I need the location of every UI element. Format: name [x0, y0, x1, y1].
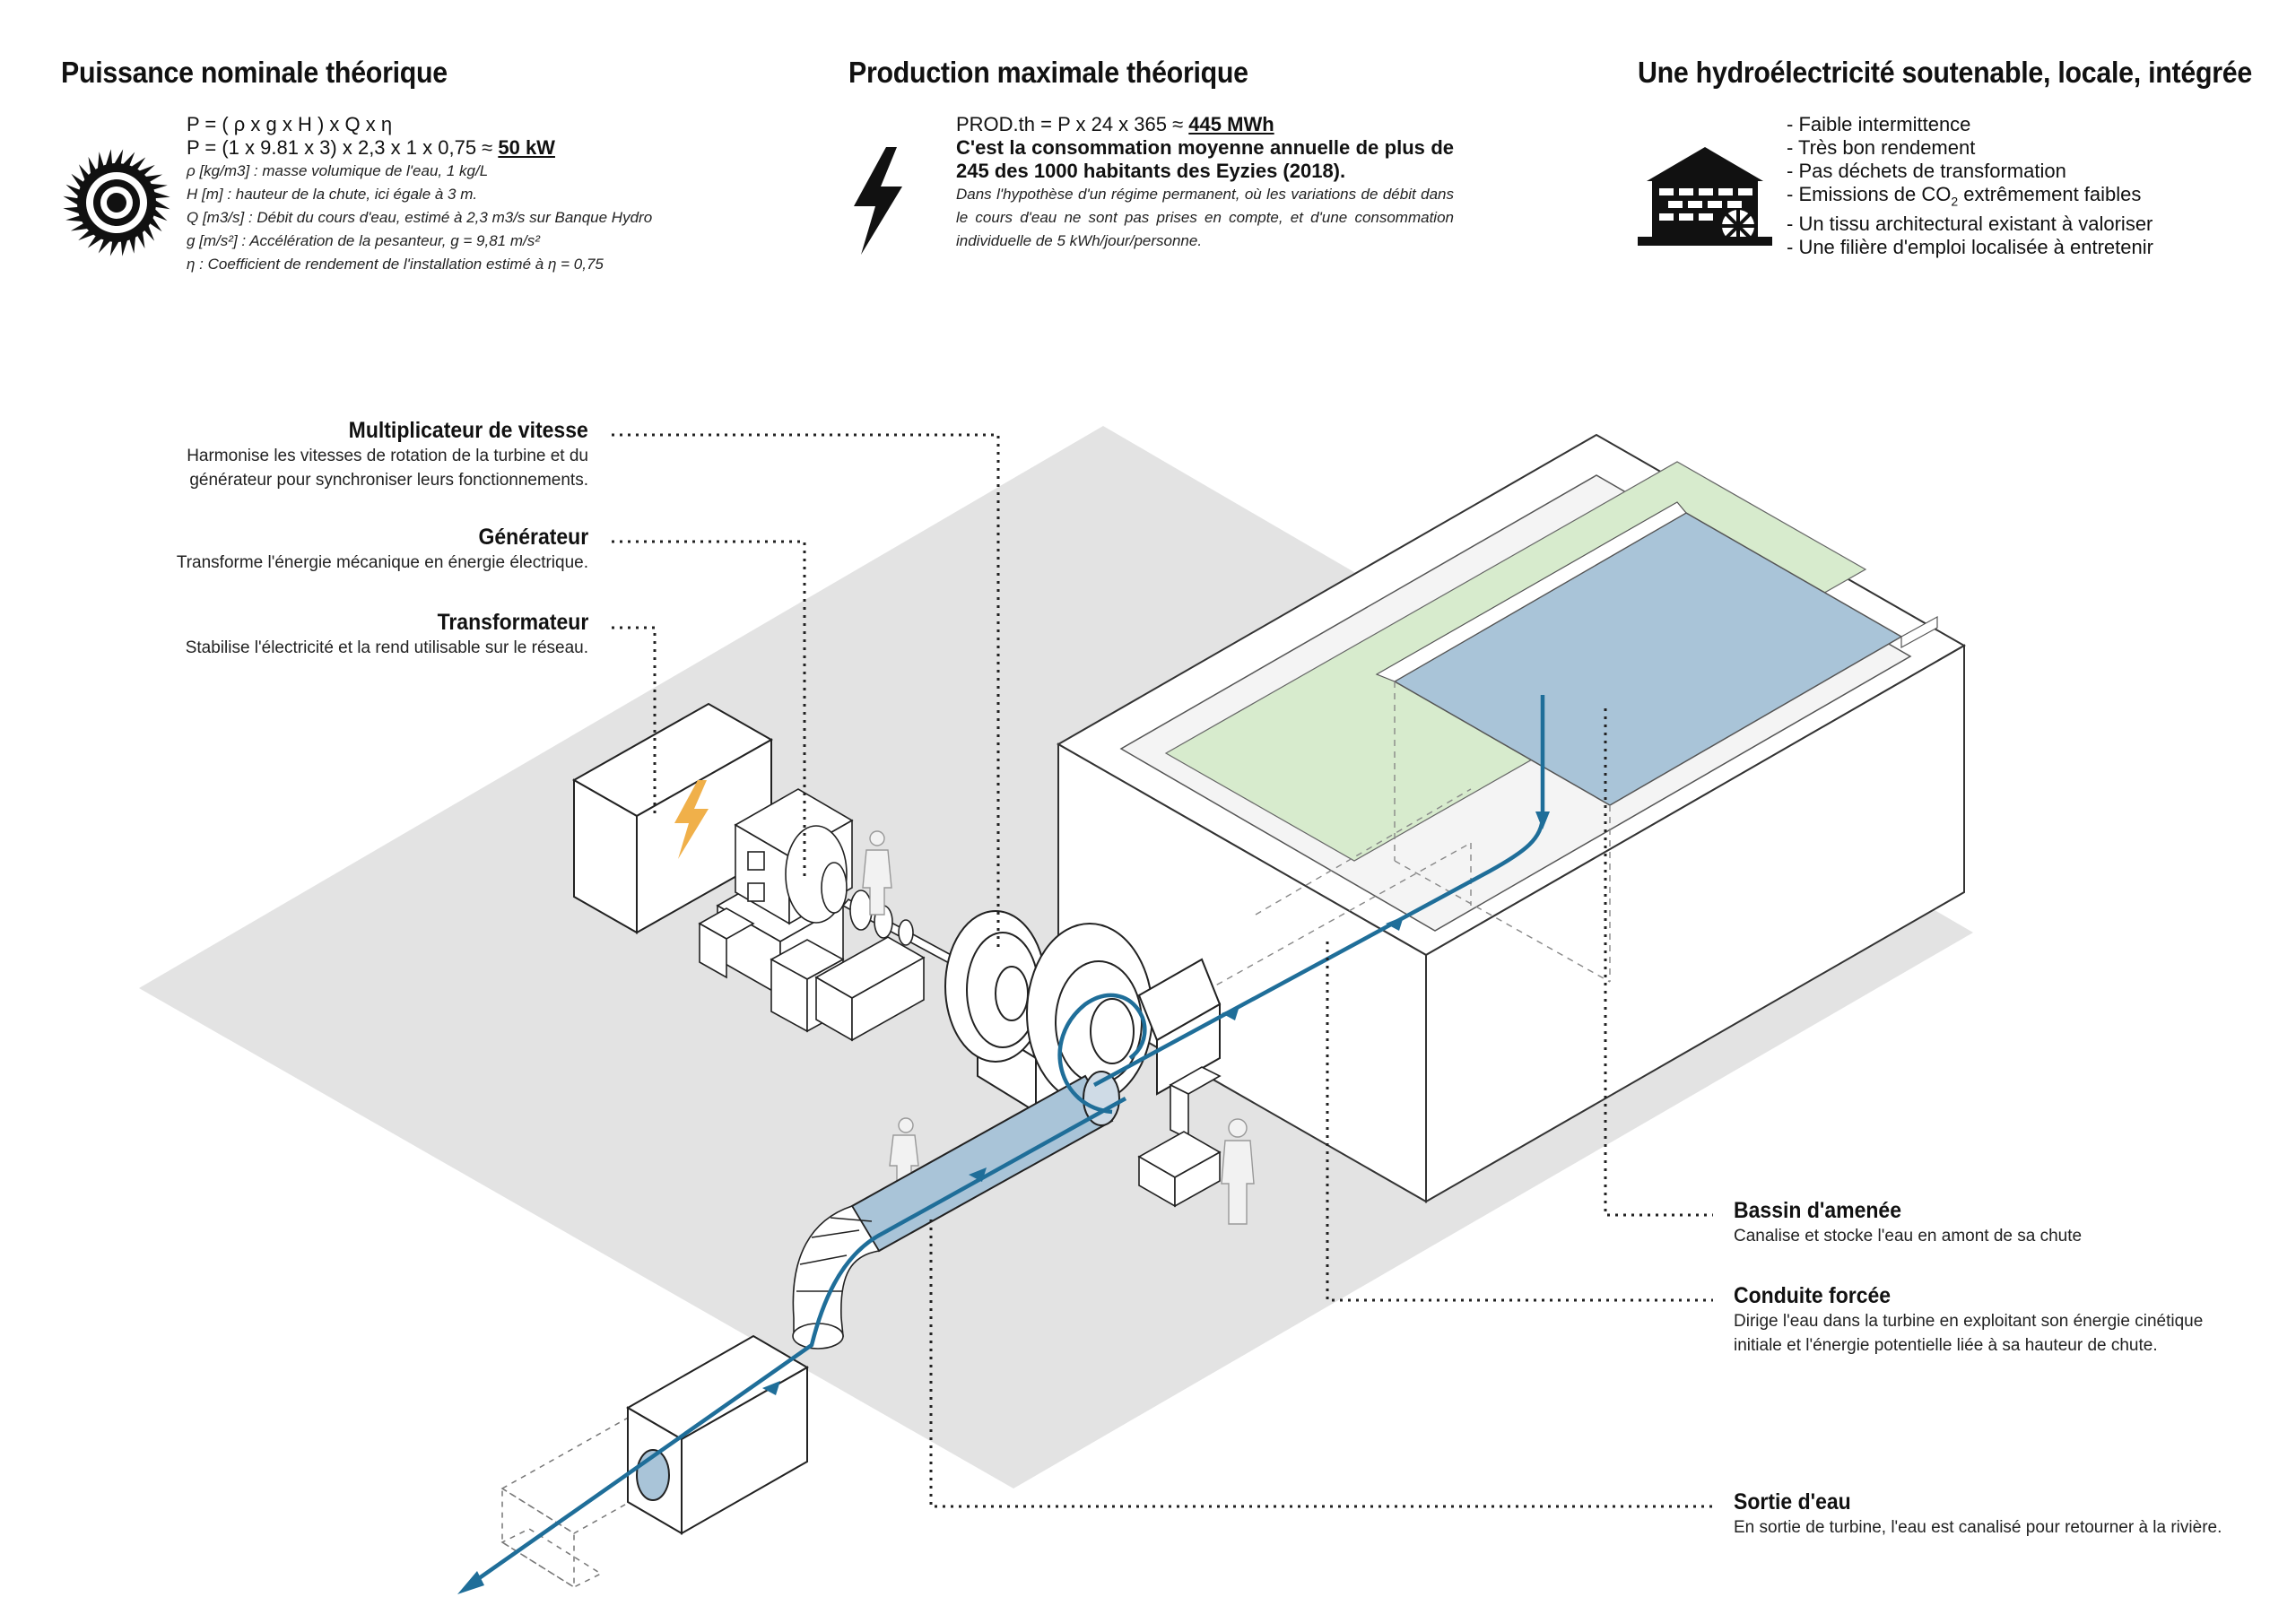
flow-arrow — [457, 1571, 484, 1594]
turbine-tooth — [122, 152, 135, 168]
turbine-tooth — [152, 208, 168, 221]
list-item: - Faible intermittence — [1787, 113, 1971, 135]
turbine — [944, 910, 1222, 1114]
watermill-building-icon — [1638, 147, 1772, 246]
flow-arrow — [1386, 916, 1404, 931]
turbine-tooth — [129, 235, 136, 254]
outlet-box — [626, 1334, 809, 1535]
production-hypothesis: Dans l'hypothèse d'un régime permanent, … — [956, 186, 1454, 249]
list-item: - Très bon rendement — [1787, 136, 1976, 159]
power-note-rho: ρ [kg/m3] : masse volumique de l'eau, 1 … — [187, 162, 489, 179]
turbine-tooth — [120, 239, 128, 256]
power-column: Puissance nominale théorique P = ( ρ x g… — [61, 56, 689, 276]
turbine-tooth — [152, 191, 170, 199]
turbine-tooth — [65, 215, 84, 222]
label-conduite: Conduite forcée Dirige l'eau dans la tur… — [1734, 1283, 2204, 1355]
turbine-tooth — [63, 206, 81, 214]
production-column: Production maximale théorique PROD.th = … — [848, 56, 1458, 253]
label-bassin: Bassin d'amenée Canalise et stocke l'eau… — [1734, 1198, 2083, 1245]
turbine-tooth — [65, 184, 82, 197]
power-note-g: g [m/s²] : Accélération de la pesanteur,… — [187, 232, 540, 249]
flow-arrow — [762, 1381, 780, 1395]
production-formula: PROD.th = P x 24 x 365 ≈ 445 MWh — [956, 113, 1274, 135]
turbine-tooth — [63, 195, 80, 206]
sustainable-title: Une hydroélectricité soutenable, locale,… — [1638, 56, 2252, 89]
flow-arrow — [969, 1167, 987, 1182]
building-block — [1056, 433, 1967, 1203]
person-figure — [862, 830, 892, 916]
flow-arrow — [1535, 812, 1550, 829]
sustainable-column: Une hydroélectricité soutenable, locale,… — [1638, 56, 2266, 259]
list-item: - Une filière d'emploi localisée à entre… — [1787, 236, 2153, 259]
turbine-tooth — [97, 152, 104, 170]
list-item: - Un tissu architectural existant à valo… — [1787, 213, 2153, 236]
power-note-q: Q [m3/s] : Débit du cours d'eau, estimé … — [187, 209, 653, 226]
turbine-tooth — [109, 239, 120, 256]
leader-lines — [612, 433, 1713, 1508]
label-generateur: Générateur Transforme l'énergie mécaniqu… — [176, 525, 588, 572]
transformer-box — [571, 702, 774, 934]
power-result: 50 kW — [498, 136, 555, 159]
turbine-tooth — [153, 199, 170, 210]
list-item: - Emissions de CO2 extrêmement faibles — [1787, 183, 2142, 209]
power-formula: P = ( ρ x g x H ) x Q x η — [187, 113, 393, 135]
power-note-h: H [m] : hauteur de la chute, ici égale à… — [187, 186, 478, 203]
label-multiplicateur: Multiplicateur de vitesse Harmonise les … — [187, 418, 588, 490]
turbine-tooth — [113, 149, 124, 166]
power-calculation: P = (1 x 9.81 x 3) x 2,3 x 1 x 0,75 ≈ 50… — [187, 136, 555, 159]
leader-conduite — [1326, 942, 1713, 1302]
production-title: Production maximale théorique — [848, 56, 1248, 89]
turbine-tooth — [149, 183, 168, 190]
turbine-tooth — [98, 238, 111, 254]
turbine-tooth — [105, 149, 113, 167]
power-title: Puissance nominale théorique — [61, 56, 448, 89]
generator — [716, 788, 854, 997]
turbine-wheel-icon — [63, 149, 170, 256]
transformer-lightning-icon — [674, 780, 709, 859]
production-statement: C'est la consommation moyenne annuelle d… — [956, 136, 1454, 182]
lightning-icon — [854, 147, 902, 255]
leader-sortie — [929, 1219, 1713, 1508]
pipe-elbow — [792, 1205, 881, 1350]
flow-arrow — [1222, 1006, 1239, 1020]
list-item: - Pas déchets de transformation — [1787, 160, 2066, 182]
label-transformateur: Transformateur Stabilise l'électricité e… — [185, 610, 588, 657]
leader-transformateur — [612, 626, 657, 816]
person-figure — [1221, 1118, 1255, 1225]
production-result: 445 MWh — [1188, 113, 1274, 135]
label-sortie: Sortie d'eau En sortie de turbine, l'eau… — [1734, 1489, 2222, 1537]
power-note-eta: η : Coefficient de rendement de l'instal… — [187, 256, 604, 273]
